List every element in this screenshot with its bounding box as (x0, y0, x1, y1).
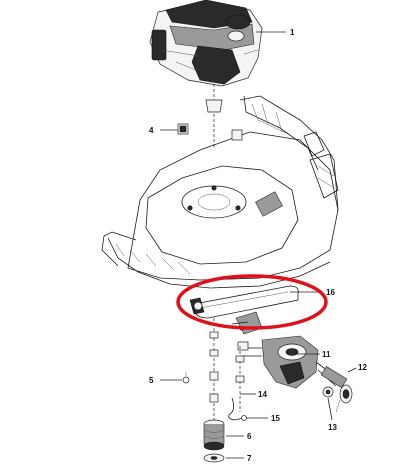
callout-11: 11 (322, 350, 331, 359)
callout-6: 6 (247, 432, 252, 441)
cable-part-15 (228, 397, 247, 421)
bolt-part-4 (177, 123, 189, 135)
blade-adapter-part-6 (203, 419, 225, 451)
washer-part-7 (203, 453, 225, 463)
callout-14: 14 (258, 390, 267, 399)
highlight-ellipse (176, 274, 328, 330)
engine-assembly (149, 0, 263, 100)
callout-7: 7 (247, 454, 252, 463)
callout-1: 1 (290, 28, 295, 37)
callout-15: 15 (271, 414, 280, 423)
callout-16: 16 (326, 288, 335, 297)
callout-4: 4 (149, 126, 154, 135)
mower-deck (101, 95, 339, 289)
leader-lines (160, 31, 357, 459)
callout-12: 12 (358, 363, 367, 372)
callout-13: 13 (328, 423, 337, 432)
drive-belt (189, 285, 299, 319)
wheel-gear-part-12-13 (322, 384, 353, 413)
engine-mount-bolt (205, 99, 223, 148)
shaft-hardware (182, 318, 245, 420)
transmission-gearbox (237, 335, 348, 389)
belt-guide-bracket (231, 311, 263, 335)
callout-5: 5 (149, 376, 154, 385)
callout-labels: 1 4 16 11 5 12 14 15 6 13 7 (149, 28, 367, 463)
